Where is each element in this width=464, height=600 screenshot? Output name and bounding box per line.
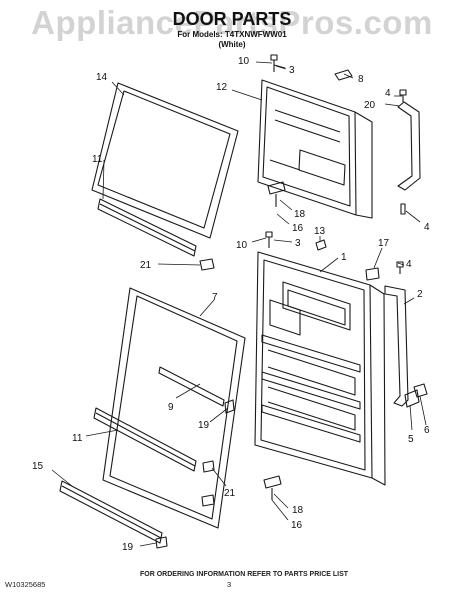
callout-4-lower: 4: [406, 259, 412, 270]
upper-door-stop: [199, 258, 215, 271]
lower-door-liner: [254, 251, 386, 486]
upper-door-handle: [397, 101, 421, 191]
lower-door-trim-strip: [93, 407, 197, 472]
callout-14: 14: [96, 72, 108, 83]
callout-16-lower: 16: [291, 520, 303, 531]
callout-18-upper: 18: [294, 209, 306, 220]
callout-20: 20: [364, 100, 376, 111]
ordering-note: FOR ORDERING INFORMATION REFER TO PARTS …: [140, 571, 349, 578]
watermark: AppliancePartsPros.com: [31, 4, 433, 41]
callout-16-upper: 16: [292, 223, 304, 234]
upper-door-liner: [257, 79, 373, 219]
callout-8: 8: [358, 74, 364, 85]
lower-divider-strip: [158, 366, 225, 407]
leader-lines: [51, 61, 427, 547]
upper-hinge-bracket: [267, 181, 286, 207]
callout-18-lower: 18: [292, 505, 304, 516]
lower-door-cap: [365, 267, 380, 281]
upper-door-trim-strip: [97, 198, 197, 257]
callout-2: 2: [417, 289, 423, 300]
lower-door-handle: [384, 285, 409, 407]
lower-clips: [155, 399, 235, 549]
callout-7: 7: [212, 292, 218, 303]
callout-21-lower: 21: [224, 488, 236, 499]
callout-4-upper: 4: [385, 88, 391, 99]
lower-small-part-13: [315, 239, 327, 251]
callout-3-upper: 3: [289, 65, 295, 76]
color-subtitle: (White): [218, 40, 246, 49]
callout-1: 1: [341, 252, 347, 263]
callout-10-upper: 10: [238, 56, 250, 67]
callout-19-mid: 19: [198, 420, 210, 431]
page-title: DOOR PARTS: [172, 9, 292, 29]
document-number: W10325685: [5, 580, 46, 589]
callout-9: 9: [168, 402, 174, 413]
callout-numbers: 10 3 8 4 20 14 12 11 18 16 4 10 3 13 17 …: [32, 56, 430, 553]
callout-5: 5: [408, 434, 414, 445]
upper-door-gasket: [91, 82, 239, 239]
callout-21-upper: 21: [140, 260, 152, 271]
upper-screws: [270, 54, 407, 215]
bottom-door-trim-strip: [59, 480, 163, 544]
callout-12: 12: [216, 82, 228, 93]
callout-4-upper-bottom: 4: [424, 222, 430, 233]
callout-19-bottom: 19: [122, 542, 134, 553]
lower-hinge-parts: [404, 383, 428, 408]
model-subtitle: For Models: T4TXNWFWW01: [177, 30, 287, 39]
callout-10-lower: 10: [236, 240, 248, 251]
callout-15: 15: [32, 461, 44, 472]
callout-3-lower: 3: [295, 238, 301, 249]
callout-13: 13: [314, 226, 326, 237]
lower-screws: [263, 231, 404, 500]
upper-washer-part: [334, 69, 353, 81]
callout-11-upper: 11: [92, 154, 103, 165]
page-number: 3: [227, 580, 232, 589]
callout-6: 6: [424, 425, 430, 436]
callout-17: 17: [378, 238, 390, 249]
callout-11-lower: 11: [72, 433, 83, 444]
